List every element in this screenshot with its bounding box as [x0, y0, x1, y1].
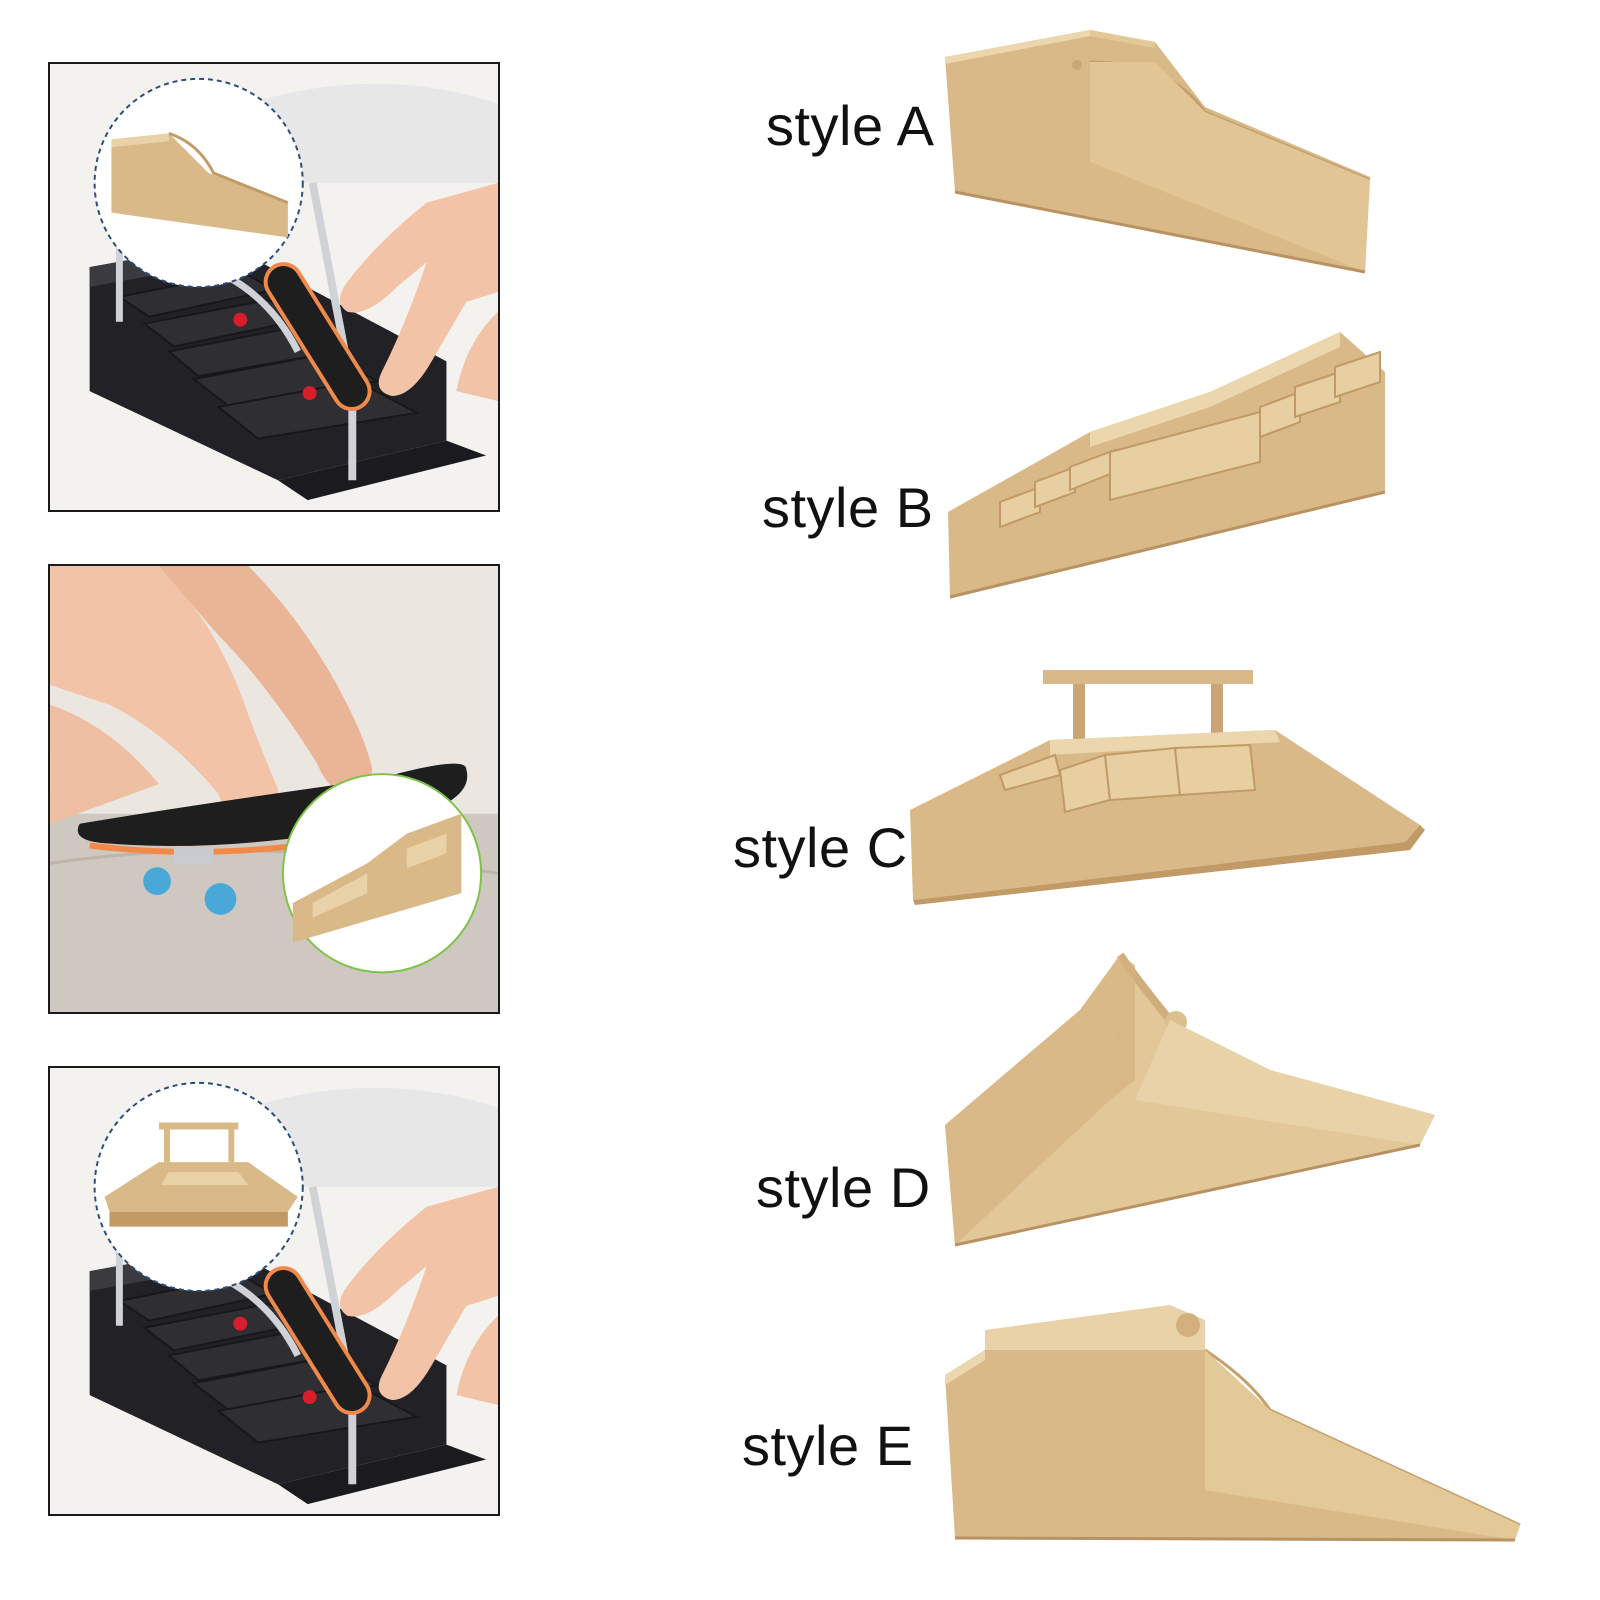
hand-icon — [339, 1186, 498, 1405]
stair-block — [89, 1246, 487, 1505]
hand-icon — [50, 566, 373, 826]
hand-icon — [339, 182, 498, 401]
ramp-style-d — [945, 952, 1435, 1247]
fingerboard-icon — [233, 1266, 372, 1416]
style-b-label: style B — [762, 476, 934, 539]
ramp-style-c-steps — [998, 743, 1257, 814]
style-c-label: style C — [733, 816, 908, 879]
fingerboard-icon — [233, 262, 372, 412]
photo-stairs-style-c — [48, 1066, 500, 1516]
style-a-label: style A — [766, 94, 935, 157]
photo-stairs-style-a — [48, 62, 500, 512]
ramp-style-b-steps — [999, 350, 1381, 529]
ramp-style-c — [910, 670, 1425, 905]
photo-fingers-style-b-art — [50, 566, 498, 1012]
inset-circle-style-a — [93, 77, 304, 288]
style-d-label: style D — [756, 1156, 931, 1219]
ramp-style-e — [945, 1305, 1521, 1542]
inset-circle-style-c — [93, 1081, 304, 1292]
photo-stairs-style-c-art — [50, 1068, 498, 1514]
inset-circle-style-b — [281, 773, 483, 974]
photo-fingers-style-b — [48, 564, 500, 1014]
ramp-style-a — [945, 30, 1371, 274]
style-e-label: style E — [742, 1414, 914, 1477]
ramp-style-b — [948, 332, 1386, 599]
photo-stairs-style-a-art — [50, 64, 498, 510]
